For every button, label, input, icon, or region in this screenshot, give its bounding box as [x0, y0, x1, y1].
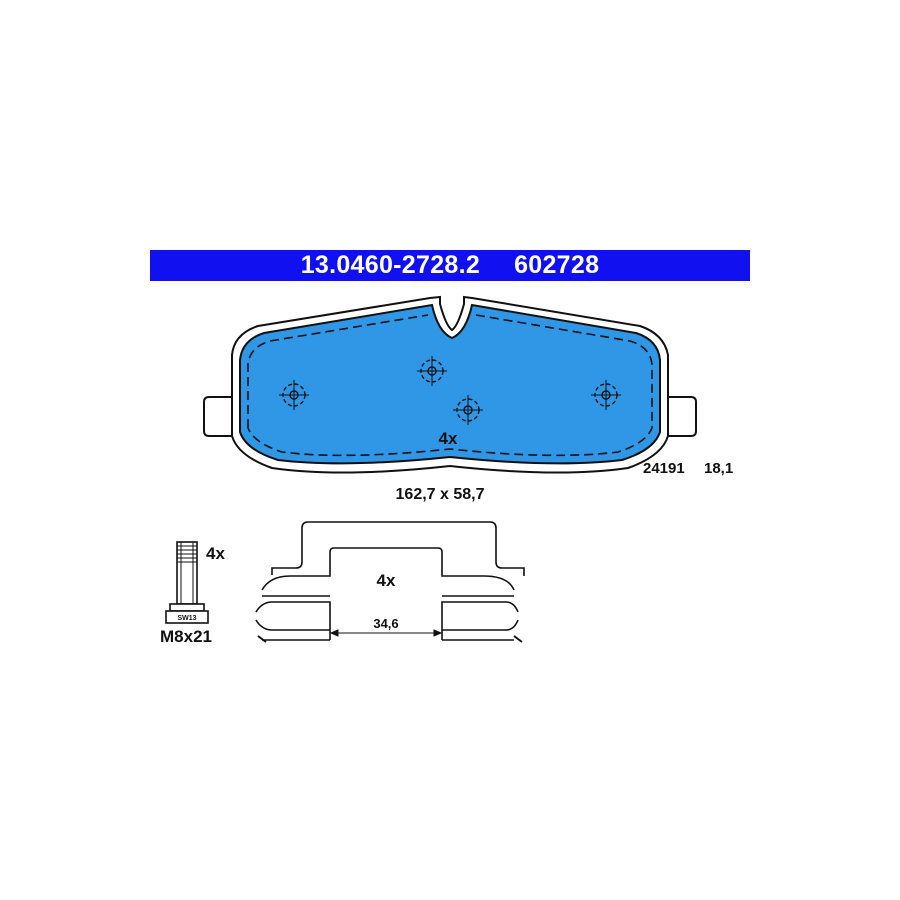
pad-right-tab [668, 396, 697, 437]
wva-code-label: 24191 [643, 460, 685, 477]
hole-marker-top [417, 356, 447, 386]
hole-marker-center [453, 395, 483, 425]
bolt-size-label: M8x21 [160, 627, 212, 646]
friction-lining [239, 303, 661, 465]
thickness-label: 18,1 [704, 460, 733, 477]
bolt-drawing: SW13 [165, 541, 209, 624]
part-number: 13.0460-2728.2 [300, 251, 481, 279]
title-banner: 13.0460-2728.2 602728 [150, 250, 750, 281]
spring-clip [255, 521, 525, 643]
clip-quantity-label: 4x [377, 571, 396, 590]
hole-marker-right [591, 380, 621, 410]
bolt-quantity-label: 4x [206, 544, 225, 563]
clip-width-dimension [329, 629, 443, 637]
pad-left-tab [203, 396, 232, 437]
hole-marker-left [279, 380, 309, 410]
pad-quantity-label: 4x [439, 429, 458, 448]
reference-number: 602728 [514, 251, 600, 279]
pad-dimensions-label: 162,7 x 58,7 [396, 486, 485, 503]
brake-pad: 4x [203, 295, 697, 474]
clip-width-label: 34,6 [373, 616, 398, 631]
wear-contour-dashed [247, 314, 653, 457]
wrench-size-label: SW13 [177, 615, 196, 622]
